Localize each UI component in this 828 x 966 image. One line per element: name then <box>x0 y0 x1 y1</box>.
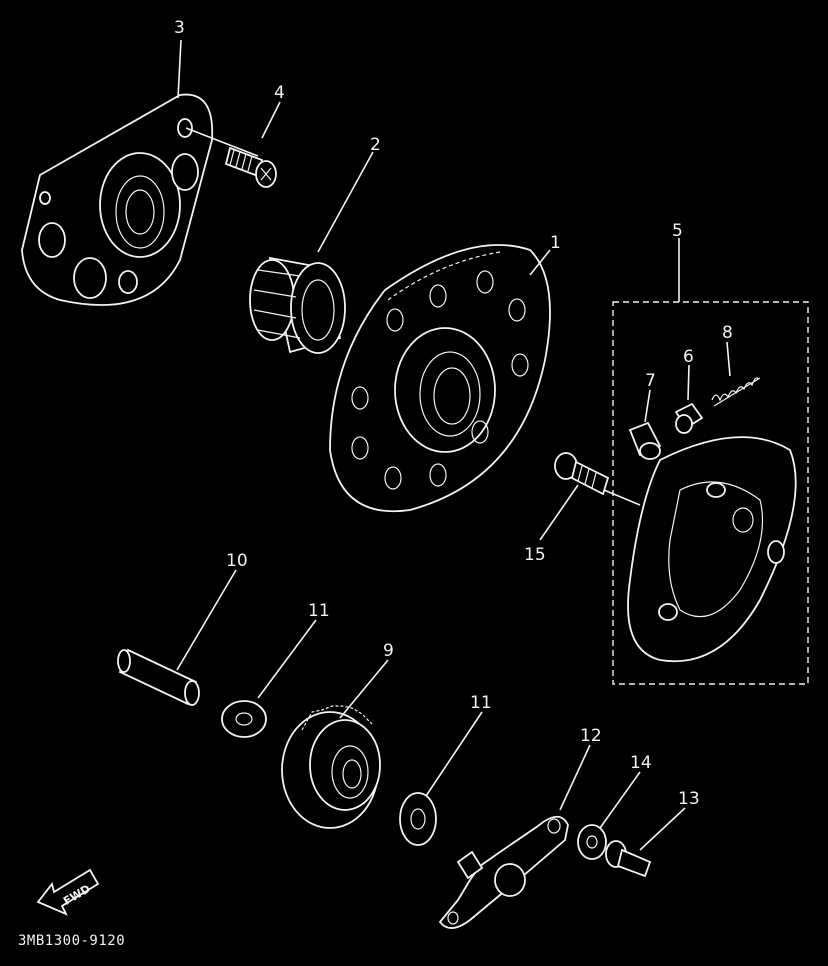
part-1-starter-wheel-gear <box>329 244 551 513</box>
callout-5: 5 <box>672 221 683 241</box>
fwd-arrow-icon: FWD <box>36 868 100 916</box>
callout-2: 2 <box>370 135 381 155</box>
part-2-needle-bearing <box>249 256 346 354</box>
leader-lines <box>176 39 731 851</box>
part-11-washer-upper <box>221 700 267 738</box>
diagram-code: 3MB1300-9120 <box>18 933 125 949</box>
callout-10: 10 <box>226 551 248 571</box>
part-11-washer-lower <box>399 792 437 846</box>
callout-9: 9 <box>383 641 394 661</box>
part-13-bolt <box>605 840 652 878</box>
part-4-screw <box>224 146 277 188</box>
part-12-bracket <box>438 815 569 929</box>
callout-14: 14 <box>630 753 652 773</box>
part-5-clutch-assembly <box>612 301 809 685</box>
callout-6: 6 <box>683 347 694 367</box>
callout-3: 3 <box>174 18 185 38</box>
callout-13: 13 <box>678 789 700 809</box>
callout-15: 15 <box>524 545 546 565</box>
part-9-idle-gear <box>281 705 381 829</box>
part-7-roller <box>628 421 662 460</box>
callout-1: 1 <box>550 233 561 253</box>
callout-11-lower: 11 <box>470 693 492 713</box>
callout-11-upper: 11 <box>308 601 330 621</box>
callout-12: 12 <box>580 726 602 746</box>
part-14-washer <box>577 824 607 860</box>
part-10-shaft <box>117 648 200 706</box>
callout-4: 4 <box>274 83 285 103</box>
callout-7: 7 <box>645 371 656 391</box>
part-3-plate <box>21 93 214 306</box>
part-6-plunger <box>674 402 704 434</box>
part-8-spring <box>711 377 761 407</box>
callout-8: 8 <box>722 323 733 343</box>
part-15-bolt <box>554 452 610 496</box>
